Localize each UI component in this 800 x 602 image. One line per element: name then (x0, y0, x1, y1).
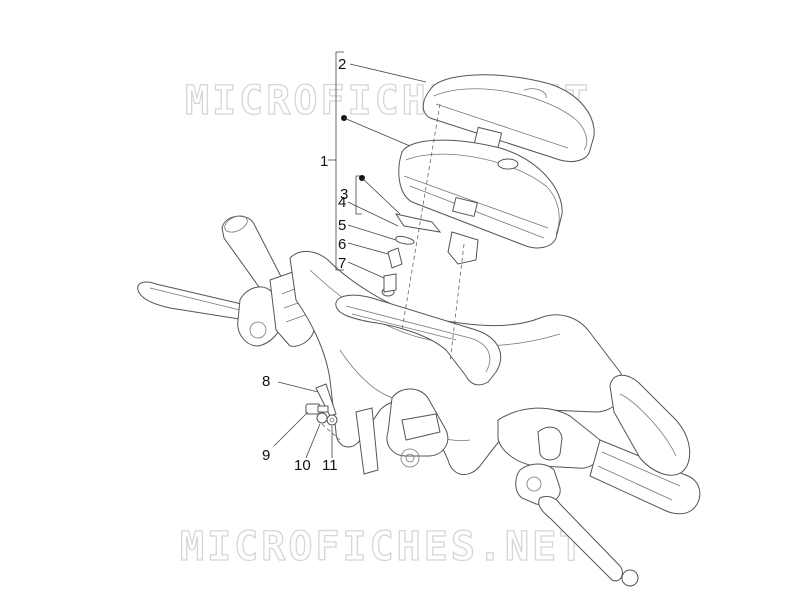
part-4-gasket (394, 213, 442, 233)
instrument-cavity (335, 294, 501, 386)
fasteners (305, 383, 338, 426)
assembly-line-2 (449, 243, 465, 363)
assembly-line-1 (401, 103, 441, 331)
callout-labels: 1 2 3 4 5 6 7 8 9 10 11 (262, 56, 348, 474)
part-6-bulb (387, 247, 403, 269)
meter-connector (447, 231, 479, 265)
bracket-3 (355, 175, 362, 215)
callout-6: 6 (338, 236, 346, 253)
callout-11: 11 (322, 457, 338, 474)
handlebar-assembly (137, 215, 701, 587)
right-brake-lever (538, 495, 623, 582)
callout-5: 5 (338, 217, 346, 234)
stem-post (355, 407, 379, 475)
part-5-bulb (395, 235, 415, 245)
watermark-bottom: MICROFICHES.NET (180, 524, 586, 570)
callout-10: 10 (294, 457, 311, 474)
bracket-1 (335, 51, 344, 271)
small-parts (381, 213, 442, 297)
callout-8: 8 (262, 373, 270, 390)
instrument-cluster (398, 74, 595, 265)
callout-4: 4 (338, 194, 346, 211)
meter-top-cover (422, 74, 595, 163)
part-11-washer (326, 414, 338, 426)
callout-3: 3 (340, 186, 348, 203)
callout-2: 2 (338, 56, 346, 73)
callout-9: 9 (262, 447, 270, 464)
callout-7: 7 (338, 255, 346, 272)
left-lever-mount (237, 286, 283, 347)
meter-body (398, 139, 563, 249)
callout-1: 1 (320, 153, 328, 170)
callout-leaders (273, 51, 427, 459)
part-10-washer (316, 412, 328, 424)
